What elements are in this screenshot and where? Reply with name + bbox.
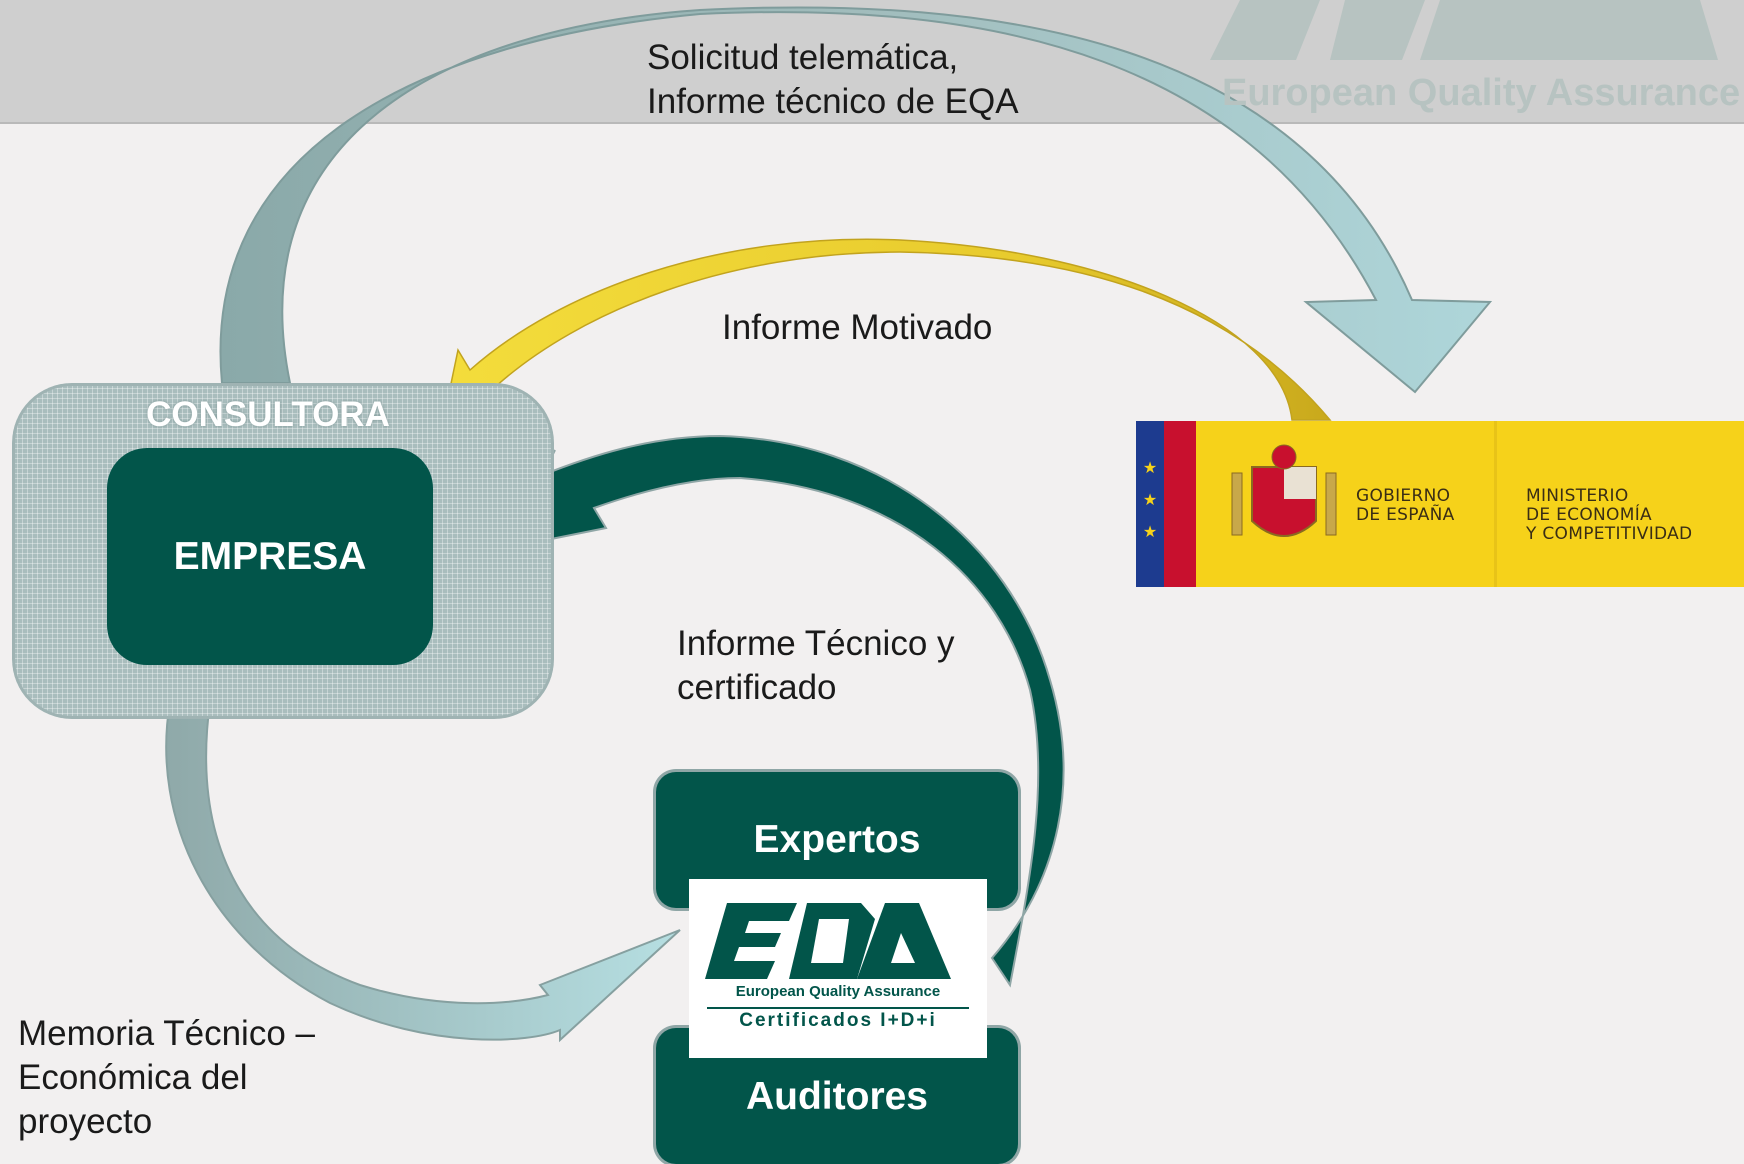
spain-coat-of-arms: ★ ★ ★ xyxy=(1136,421,1497,587)
ministry-banner: ★ ★ ★ GOBIERNO DE ESPAÑA MINISTERIO DE E… xyxy=(1136,421,1744,587)
empresa-box: EMPRESA xyxy=(107,448,433,665)
eqa-certificate-logo xyxy=(689,879,987,1058)
eqa-logo-subtitle: European Quality Assurance xyxy=(735,983,941,1000)
svg-text:★: ★ xyxy=(1143,522,1157,541)
gobierno-text: GOBIERNO DE ESPAÑA xyxy=(1356,487,1455,525)
eqa-header-logo xyxy=(1210,0,1718,60)
label-informe-tecnico-line-1: Informe Técnico y xyxy=(677,624,955,663)
label-informe-tecnico-line-2: certificado xyxy=(677,668,837,707)
label-memoria: Memoria Técnico – Económica del proyecto xyxy=(18,1012,315,1144)
svg-text:★: ★ xyxy=(1143,458,1157,477)
ministerio-line-2: DE ECONOMÍA xyxy=(1526,505,1652,525)
label-memoria-line-1: Memoria Técnico – xyxy=(18,1014,315,1053)
label-informe-tecnico: Informe Técnico y certificado xyxy=(677,622,955,710)
gobierno-line-1: GOBIERNO xyxy=(1356,486,1451,506)
gobierno-line-2: DE ESPAÑA xyxy=(1356,505,1455,525)
label-solicitud: Solicitud telemática, Informe técnico de… xyxy=(647,36,1019,124)
label-informe-motivado: Informe Motivado xyxy=(722,308,993,347)
eqa-logo-mark xyxy=(705,903,969,1009)
svg-text:★: ★ xyxy=(1143,490,1157,509)
arrow-memoria xyxy=(165,701,681,1043)
label-memoria-line-2: Económica del xyxy=(18,1058,248,1097)
eqa-header-logo-text: European Quality Assurance xyxy=(1222,72,1741,114)
label-solicitud-line-1: Solicitud telemática, xyxy=(647,38,959,77)
empresa-label: EMPRESA xyxy=(173,534,367,578)
consultora-title: CONSULTORA xyxy=(146,395,390,434)
ministerio-text: MINISTERIO DE ECONOMÍA Y COMPETITIVIDAD xyxy=(1526,487,1692,544)
label-memoria-line-3: proyecto xyxy=(18,1102,153,1141)
ministerio-line-1: MINISTERIO xyxy=(1526,486,1629,506)
coat-of-arms-shield xyxy=(1231,444,1337,537)
eqa-logo-tagline: Certificados I+D+i xyxy=(739,1010,937,1031)
ministerio-line-3: Y COMPETITIVIDAD xyxy=(1526,524,1693,544)
label-solicitud-line-2: Informe técnico de EQA xyxy=(647,82,1019,121)
auditores-label: Auditores xyxy=(745,1075,928,1118)
expertos-label: Expertos xyxy=(753,818,921,861)
arrow-solicitud xyxy=(219,6,1493,394)
